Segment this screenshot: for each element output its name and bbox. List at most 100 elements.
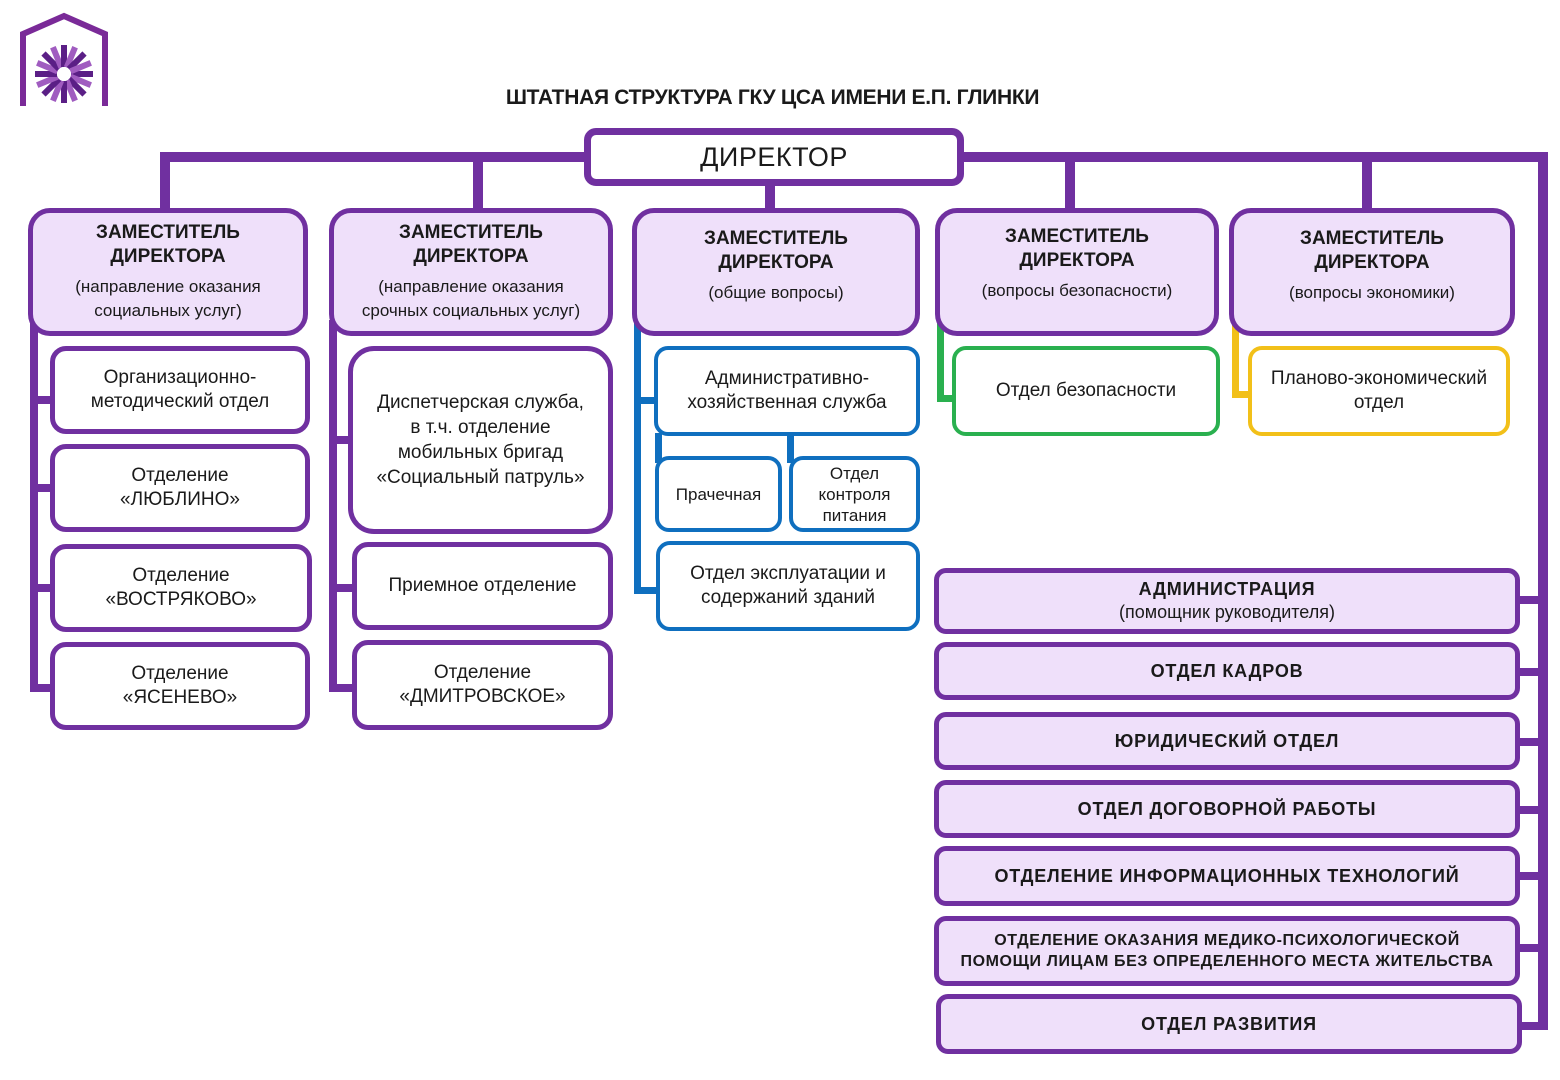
logo-ray: [35, 71, 57, 77]
connector-dep1: [160, 152, 170, 214]
connector-branch: [1515, 872, 1543, 880]
unit-lyublino[interactable]: Отделение«ЛЮБЛИНО»: [50, 444, 310, 532]
connector-branch: [30, 684, 54, 692]
connector-ahs-right: [787, 433, 794, 463]
logo-ray: [61, 81, 67, 103]
unit-laundry[interactable]: Прачечная: [655, 456, 782, 532]
connector-branch: [1515, 738, 1543, 746]
unit-label: Отделение«ВОСТРЯКОВО»: [105, 565, 257, 610]
logo-ray: [36, 73, 59, 88]
deputy-subtitle: (общие вопросы): [708, 283, 844, 302]
unit-label: Административно-хозяйственная служба: [687, 368, 887, 413]
unit-development-dept[interactable]: ОТДЕЛ РАЗВИТИЯ: [936, 994, 1522, 1054]
logo-ray: [69, 73, 92, 88]
logo-ray: [36, 60, 59, 75]
logo-ray: [71, 71, 93, 77]
connector-branch: [30, 396, 54, 404]
connector-dep2-trunk: [329, 320, 337, 692]
unit-contracts-dept[interactable]: ОТДЕЛ ДОГОВОРНОЙ РАБОТЫ: [934, 780, 1520, 838]
logo-ray: [41, 76, 62, 97]
logo-ray: [50, 79, 65, 102]
connector-dep2: [473, 152, 483, 214]
unit-label: ОТДЕЛЕНИЕ ИНФОРМАЦИОННЫХ ТЕХНОЛОГИЙ: [994, 866, 1460, 886]
unit-dmitrovskoe[interactable]: Отделение«ДМИТРОВСКОЕ»: [352, 640, 613, 730]
unit-yasenevo[interactable]: Отделение«ЯСЕНЕВО»: [50, 642, 310, 730]
unit-label: ОТДЕЛЕНИЕ ОКАЗАНИЯ МЕДИКО-ПСИХОЛОГИЧЕСКО…: [994, 932, 1460, 949]
connector-branch: [634, 587, 660, 594]
page-title: ШТАТНАЯ СТРУКТУРА ГКУ ЦСА ИМЕНИ Е.П. ГЛИ…: [505, 86, 1040, 109]
connector-ahs-left: [655, 433, 662, 463]
unit-vostryakovo[interactable]: Отделение«ВОСТРЯКОВО»: [50, 544, 312, 632]
unit-label: ОТДЕЛ ДОГОВОРНОЙ РАБОТЫ: [1077, 799, 1377, 819]
connector-dep5-trunk: [1232, 322, 1239, 398]
connector-branch: [1232, 391, 1252, 398]
connector-branch: [1515, 668, 1543, 676]
connector-dep1-trunk: [30, 320, 38, 692]
unit-legal-dept[interactable]: ЮРИДИЧЕСКИЙ ОТДЕЛ: [934, 712, 1520, 770]
unit-label: Отделение«ЯСЕНЕВО»: [122, 663, 238, 708]
unit-hr-dept[interactable]: ОТДЕЛ КАДРОВ: [934, 642, 1520, 700]
connector-branch: [1515, 1022, 1548, 1030]
logo-ray: [63, 46, 78, 69]
connector-branch: [634, 397, 658, 404]
logo-ray: [66, 51, 87, 72]
unit-label: ЮРИДИЧЕСКИЙ ОТДЕЛ: [1114, 731, 1340, 751]
unit-label: АДМИНИСТРАЦИЯ: [1138, 579, 1316, 599]
deputy-subtitle: (вопросы экономики): [1289, 283, 1455, 302]
connector-dep3: [765, 180, 775, 214]
unit-admin-household-service[interactable]: Административно-хозяйственная служба: [654, 346, 920, 436]
unit-administration[interactable]: АДМИНИСТРАЦИЯ (помощник руководителя): [934, 568, 1520, 634]
unit-medical-psych-dept[interactable]: ОТДЕЛЕНИЕ ОКАЗАНИЯ МЕДИКО-ПСИХОЛОГИЧЕСКО…: [934, 916, 1520, 986]
connector-branch: [329, 584, 353, 592]
unit-label-line2: ПОМОЩИ ЛИЦАМ БЕЗ ОПРЕДЕЛЕННОГО МЕСТА ЖИТ…: [960, 953, 1494, 970]
connector-branch: [937, 395, 957, 402]
connector-top-right: [958, 152, 1548, 162]
unit-label: ОТДЕЛ РАЗВИТИЯ: [1141, 1014, 1317, 1034]
logo-ray: [61, 45, 67, 67]
logo-ray: [66, 76, 87, 97]
connector-branch: [329, 684, 353, 692]
director-box[interactable]: ДИРЕКТОР: [584, 128, 964, 186]
logo: [18, 12, 110, 108]
logo-ray: [63, 79, 78, 102]
house-sun-logo-icon: [20, 12, 108, 106]
unit-it-dept[interactable]: ОТДЕЛЕНИЕ ИНФОРМАЦИОННЫХ ТЕХНОЛОГИЙ: [934, 846, 1520, 906]
unit-label: Организационно-методический отдел: [90, 367, 270, 412]
unit-label: Отделение«ДМИТРОВСКОЕ»: [399, 662, 566, 707]
logo-ray: [41, 51, 62, 72]
unit-security-dept[interactable]: Отдел безопасности: [952, 346, 1220, 436]
unit-label: Отдел безопасности: [995, 380, 1177, 401]
connector-top-left: [160, 152, 590, 162]
connector-branch: [1515, 944, 1543, 952]
unit-label: Прачечная: [675, 484, 762, 504]
connector-dep5: [1362, 152, 1372, 214]
connector-branch: [30, 584, 54, 592]
connector-dep3-trunk: [634, 322, 641, 594]
logo-ray: [50, 46, 65, 69]
unit-reception-dept[interactable]: Приемное отделение: [352, 542, 613, 630]
unit-org-method-dept[interactable]: Организационно-методический отдел: [50, 346, 310, 434]
unit-label: ОТДЕЛ КАДРОВ: [1150, 661, 1304, 681]
logo-ray: [69, 60, 92, 75]
connector-branch: [1515, 596, 1543, 604]
connector-right-trunk: [1538, 152, 1548, 1030]
unit-sublabel: (помощник руководителя): [1119, 602, 1335, 622]
